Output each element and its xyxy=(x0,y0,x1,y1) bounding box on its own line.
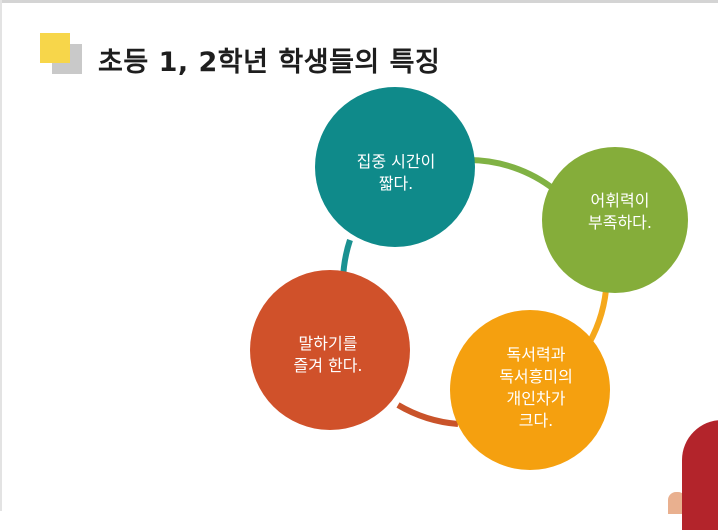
ring-arc-orange-red xyxy=(396,402,459,427)
node-label-attention: 집중 시간이 짧다. xyxy=(356,152,436,193)
node-circle-vocabulary xyxy=(542,147,688,293)
top-border xyxy=(0,0,718,3)
node-circle-attention xyxy=(315,87,475,247)
title-decoration-square xyxy=(40,33,70,63)
node-label-reading-gap: 독서력과 독서흥미의 개인차가 크다. xyxy=(499,345,573,430)
cycle-diagram xyxy=(250,87,688,470)
presenter-hand xyxy=(668,492,686,514)
node-circle-reading-gap xyxy=(450,310,610,470)
node-label-vocabulary: 어휘력이 부족하다. xyxy=(588,191,652,232)
left-border xyxy=(0,0,2,511)
ring-arc-teal-green xyxy=(466,156,557,193)
node-label-speaking: 말하기를 즐겨 한다. xyxy=(293,334,363,375)
node-circle-speaking xyxy=(250,270,410,430)
slide-title: 초등 1, 2학년 학생들의 특징 xyxy=(98,47,441,78)
